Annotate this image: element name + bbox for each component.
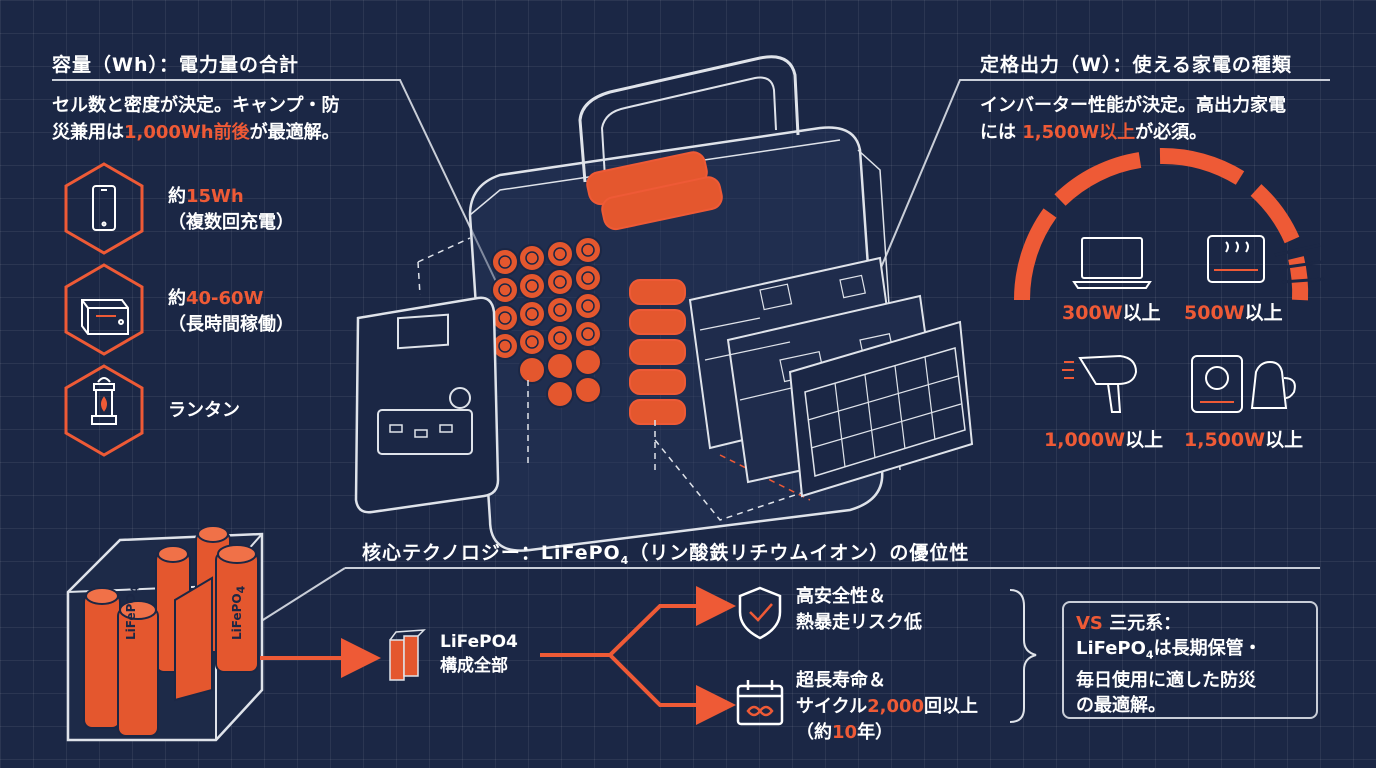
watt-label-hot-plate: 500W以上: [1184, 302, 1283, 324]
benefit-longevity: 超長寿命＆ サイクル2,000回以上 （約10年）: [796, 670, 979, 743]
vs-comparison-box: VS 三元系： LiFePO4は長期保管・ 毎日使用に適した防災 の最適解。: [1062, 601, 1318, 719]
capacity-description: セル数と密度が決定。キャンプ・防 災兼用は1,000Wh前後が最適解。: [52, 92, 340, 146]
watt-label-hair-dryer: 1,000W以上: [1044, 429, 1164, 451]
output-desc-line1: インバーター性能が決定。高出力家電: [980, 95, 1286, 116]
vs-line1: LiFePO4は長期保管・: [1076, 638, 1262, 662]
output-title: 定格出力（W）：使える家電の種類: [980, 54, 1292, 76]
cell-block-icon: [389, 629, 426, 681]
vs-line3: の最適解。: [1076, 694, 1166, 716]
laptop-icon: [1072, 237, 1152, 289]
cell-label-right: LiFePO4: [230, 585, 248, 640]
output-desc-line2: には 1,500W以上が必須。: [980, 122, 1208, 143]
vs-line2: 毎日使用に適した防災: [1076, 669, 1256, 691]
benefit-safety: 高安全性＆ 熱暴走リスク低: [796, 586, 922, 633]
battery-pack-drawing: [66, 525, 264, 742]
capacity-item-cooler: 約40-60W （長時間稼働）: [168, 288, 294, 335]
induction-kettle-icon: [1191, 355, 1296, 413]
capacity-leader-line: [52, 79, 501, 291]
calendar-infinity-icon: [736, 680, 784, 726]
capacity-title: 容量（Wh）：電力量の合計: [52, 54, 299, 76]
hair-dryer-icon: [1062, 354, 1138, 413]
shield-check-icon: [738, 586, 782, 640]
hexagon-frames: [64, 162, 144, 457]
watt-label-laptop: 300W以上: [1062, 302, 1161, 324]
composition-label: LiFePO4 構成全部: [440, 632, 518, 676]
hot-plate-icon: [1207, 235, 1265, 283]
capacity-item-lantern: ランタン: [168, 400, 240, 421]
capacity-desc-line2: 災兼用は1,000Wh前後が最適解。: [52, 122, 340, 143]
output-leader-line: [879, 79, 1330, 271]
vs-title: VS 三元系：: [1076, 613, 1182, 634]
cooler-box-icon: [81, 299, 129, 335]
power-station-drawing: [354, 55, 974, 552]
watt-label-kettle: 1,500W以上: [1184, 429, 1304, 451]
capacity-desc-line1: セル数と密度が決定。キャンプ・防: [52, 95, 340, 116]
power-gauge-arc: [1013, 147, 1309, 301]
core-title: 核心テクノロジー：LiFePO4（リン酸鉄リチウムイオン）の優位性: [362, 542, 970, 567]
comparison-brace: [1009, 589, 1037, 723]
capacity-item-smartphone: 約15Wh （複数回充電）: [168, 186, 294, 233]
smartphone-icon: [92, 185, 116, 231]
cell-label-front: LiFePO4: [124, 585, 142, 640]
flow-arrows: [260, 586, 736, 725]
output-description: インバーター性能が決定。高出力家電 には 1,500W以上が必須。: [980, 92, 1286, 146]
lantern-icon: [91, 377, 117, 425]
core-leader-line: [254, 567, 1320, 626]
